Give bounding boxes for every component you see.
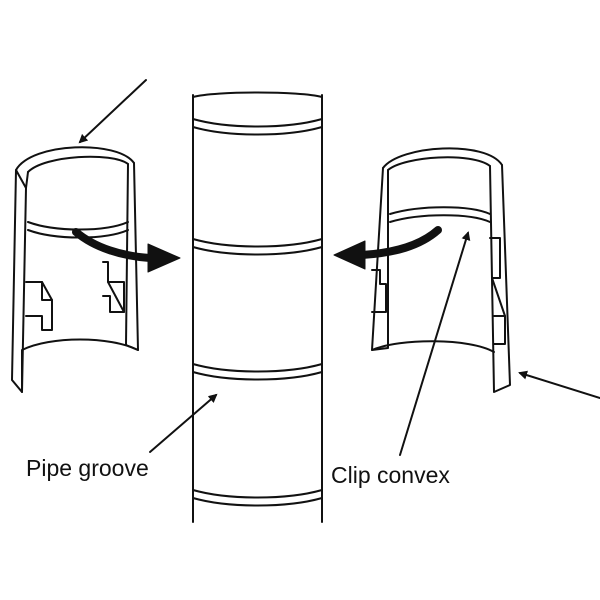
pointer-arrow-right-clip-side xyxy=(518,370,600,399)
left-clip-bottom xyxy=(21,338,139,393)
left-clip-top-front xyxy=(27,155,129,173)
right-clip-left-wall xyxy=(371,167,389,351)
pointer-arrow-pipe-groove xyxy=(149,393,218,453)
pipe-groove-3 xyxy=(192,363,323,381)
right-motion-arrow xyxy=(333,226,442,270)
left-clip-top-back xyxy=(15,146,135,171)
pipe-groove-4 xyxy=(192,489,323,507)
right-clip-top-back xyxy=(382,147,503,169)
left-clip-outer-wall xyxy=(11,169,27,393)
right-clip-top-front xyxy=(387,156,491,171)
pointer-arrow-left-clip-top xyxy=(78,79,147,144)
left-clip-inner-rib xyxy=(27,221,129,231)
pipe-groove-label: Pipe groove xyxy=(26,455,149,481)
right-clip-inner-rib xyxy=(389,206,491,215)
clip-convex-label: Clip convex xyxy=(331,462,450,488)
pipe xyxy=(192,91,323,523)
right-clip xyxy=(371,147,511,393)
right-clip-convex-step xyxy=(371,269,387,313)
pointer-arrow-clip-convex xyxy=(399,231,471,456)
left-motion-arrow xyxy=(72,228,181,273)
pipe-top-rim xyxy=(192,91,323,98)
left-clip-slot xyxy=(25,281,53,331)
pipe-groove-2 xyxy=(192,238,323,256)
pipe-groove-1 xyxy=(192,118,323,136)
left-clip xyxy=(11,146,139,393)
